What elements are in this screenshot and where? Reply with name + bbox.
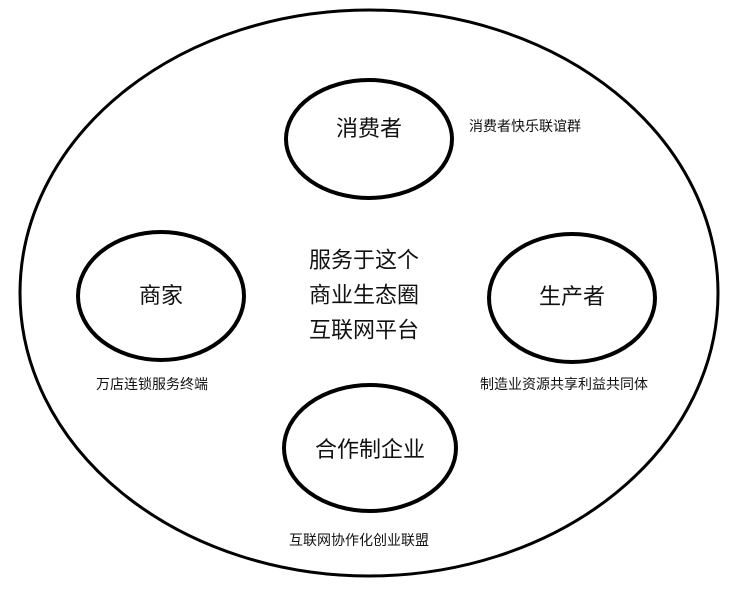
partner-note: 互联网协作化创业联盟 [289, 533, 429, 549]
producer-circle [487, 232, 657, 364]
merchant-label: 商家 [138, 284, 184, 309]
consumer-label: 消费者 [335, 117, 403, 142]
producer-note: 制造业资源共享利益共同体 [480, 377, 648, 393]
center-line-3: 互联网平台 [308, 318, 420, 344]
partner-label: 合作制企业 [314, 438, 426, 463]
partner-circle [282, 383, 458, 513]
center-line-2: 商业生态圈 [308, 283, 420, 309]
producer-label: 生产者 [538, 285, 606, 310]
center-line-1: 服务于这个 [308, 248, 420, 274]
merchant-note: 万店连锁服务终端 [96, 377, 208, 393]
outer-ecosystem-ellipse [18, 8, 720, 578]
merchant-circle [76, 230, 246, 362]
consumer-note: 消费者快乐联谊群 [469, 119, 581, 135]
center-platform-text: 服务于这个 商业生态圈 互联网平台 [309, 244, 419, 349]
consumer-circle [284, 78, 454, 200]
